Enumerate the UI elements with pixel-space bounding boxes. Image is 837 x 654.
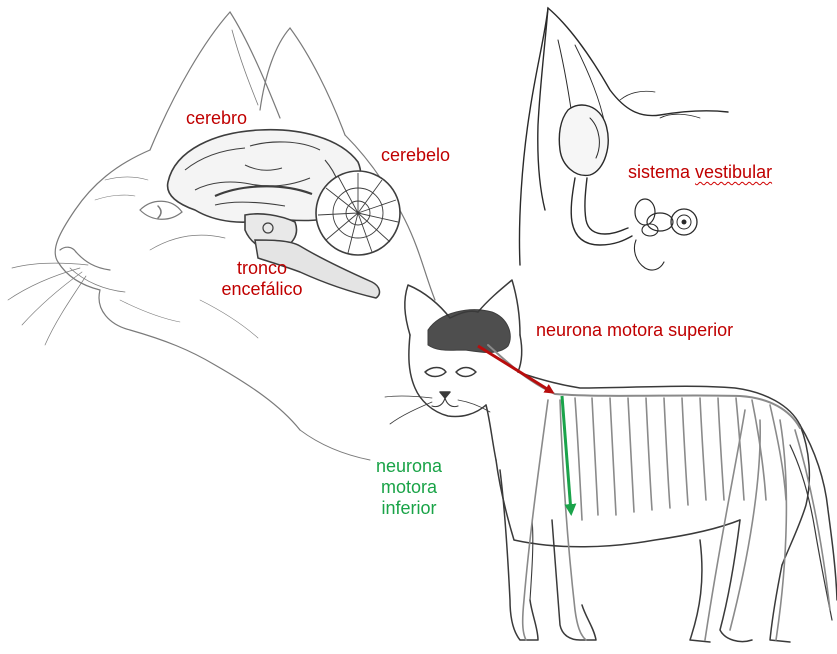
label-sistema-vestibular: sistema vestibular bbox=[628, 162, 772, 183]
label-tronco-encefalico: tronco encefálico bbox=[212, 258, 312, 300]
inner-ear-sketch-icon bbox=[519, 8, 728, 270]
label-tronco-line1: tronco bbox=[212, 258, 312, 279]
label-inferior-line1: neurona bbox=[362, 456, 456, 477]
label-neurona-motora-superior: neurona motora superior bbox=[536, 320, 733, 341]
label-neurona-motora-inferior: neurona motora inferior bbox=[362, 456, 456, 519]
motor-cortex-highlight bbox=[428, 310, 510, 353]
label-tronco-line2: encefálico bbox=[212, 279, 312, 300]
label-vestibular-word1: sistema bbox=[628, 162, 695, 182]
label-inferior-line2: motora bbox=[362, 477, 456, 498]
upper-motor-neuron-arrow bbox=[478, 346, 552, 392]
label-cerebro: cerebro bbox=[186, 108, 247, 129]
label-vestibular-word2: vestibular bbox=[695, 162, 772, 182]
nerve-network bbox=[488, 345, 830, 640]
label-cerebelo: cerebelo bbox=[381, 145, 450, 166]
lower-motor-neuron-arrow bbox=[562, 396, 571, 512]
label-inferior-line3: inferior bbox=[362, 498, 456, 519]
cerebellum-icon bbox=[316, 171, 400, 255]
